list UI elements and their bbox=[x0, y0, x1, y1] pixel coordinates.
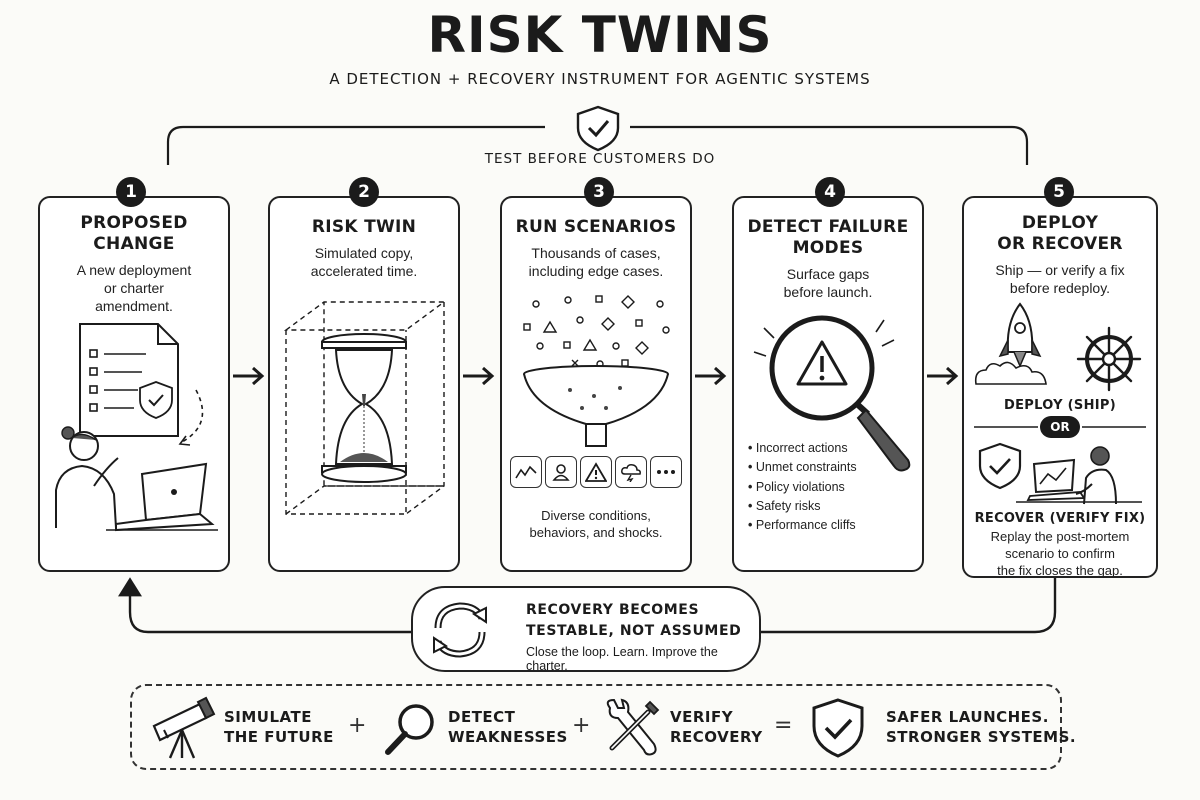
step-title-line: OR RECOVER bbox=[997, 234, 1123, 254]
ship-wheel-icon bbox=[1076, 326, 1142, 392]
telescope-icon bbox=[152, 696, 216, 759]
hourglass-icon bbox=[283, 301, 447, 515]
scenario-chip-row bbox=[510, 456, 682, 488]
step-text-line: Ship — or verify a fix bbox=[995, 262, 1125, 278]
plus-sign: + bbox=[572, 713, 591, 738]
step-description: Thousands of cases, including edge cases… bbox=[500, 244, 692, 280]
summary-line: RECOVERY bbox=[670, 728, 763, 746]
deploy-label: DEPLOY (SHIP) bbox=[1004, 398, 1116, 413]
step-number-badge: 3 bbox=[584, 177, 614, 207]
step-caption: Diverse conditions, behaviors, and shock… bbox=[500, 507, 692, 541]
summary-item-detect: DETECT WEAKNESSES bbox=[448, 707, 568, 747]
step-text-line: including edge cases. bbox=[528, 263, 664, 279]
summary-line: THE FUTURE bbox=[224, 728, 334, 746]
step-title: RISK TWIN bbox=[311, 217, 417, 237]
flow-arrow-icon bbox=[233, 366, 265, 386]
refresh-cycle-icon bbox=[433, 602, 487, 658]
step-text-line: before launch. bbox=[783, 284, 873, 300]
step-text-line: A new deployment bbox=[76, 262, 192, 278]
step-text-line: Thousands of cases, bbox=[531, 245, 661, 261]
failure-mode-item: Incorrect actions bbox=[748, 439, 918, 458]
step-text-line: before redeploy. bbox=[1009, 280, 1111, 296]
step-title-line: DETECT FAILURE bbox=[747, 217, 909, 237]
verify-fix-icon bbox=[978, 442, 1142, 505]
magnifier-warning-icon bbox=[753, 315, 911, 472]
failure-mode-item: Policy violations bbox=[748, 478, 918, 497]
summary-line: DETECT bbox=[448, 708, 516, 726]
summary-line: SIMULATE bbox=[224, 708, 312, 726]
caption-line: Diverse conditions, bbox=[541, 508, 651, 523]
step-title: DEPLOY OR RECOVER bbox=[962, 213, 1158, 255]
tools-icon bbox=[606, 698, 660, 756]
recover-text-line: scenario to confirm bbox=[1005, 546, 1115, 561]
recover-text-line: Replay the post-mortem bbox=[990, 529, 1130, 544]
more-chip-icon bbox=[650, 456, 682, 488]
page-subtitle: A DETECTION + RECOVERY INSTRUMENT FOR AG… bbox=[329, 70, 871, 88]
page-title: RISK TWINS bbox=[427, 6, 773, 64]
recovery-text: Close the loop. Learn. Improve the chart… bbox=[526, 645, 718, 673]
step-text-line: Surface gaps bbox=[786, 266, 870, 282]
step-title: PROPOSED CHANGE bbox=[38, 213, 230, 255]
banner-text: TEST BEFORE CUSTOMERS DO bbox=[484, 151, 716, 167]
flow-arrow-icon bbox=[927, 366, 959, 386]
chart-chip-icon bbox=[510, 456, 542, 488]
step-card-deploy-or-recover bbox=[962, 196, 1158, 578]
recover-text-line: the fix closes the gap. bbox=[997, 563, 1123, 578]
step-number-badge: 1 bbox=[116, 177, 146, 207]
summary-box bbox=[130, 684, 1062, 770]
failure-mode-item: Unmet constraints bbox=[748, 458, 918, 477]
step-description: A new deployment or charter amendment. bbox=[38, 261, 230, 315]
summary-result: SAFER LAUNCHES. STRONGER SYSTEMS. bbox=[886, 707, 1076, 747]
summary-line: VERIFY bbox=[670, 708, 734, 726]
recovery-title-line: RECOVERY BECOMES bbox=[526, 602, 700, 618]
failure-mode-list: Incorrect actions Unmet constraints Poli… bbox=[748, 439, 918, 535]
step-text-line: amendment. bbox=[95, 298, 173, 314]
step-title: RUN SCENARIOS bbox=[515, 217, 677, 237]
step-text-line: or charter bbox=[104, 280, 164, 296]
magnifier-icon bbox=[385, 704, 434, 755]
rocket-icon bbox=[974, 302, 1047, 385]
step-title: DETECT FAILURE MODES bbox=[732, 217, 924, 259]
summary-item-simulate: SIMULATE THE FUTURE bbox=[224, 707, 334, 747]
summary-item-verify: VERIFY RECOVERY bbox=[670, 707, 763, 747]
equals-sign: = bbox=[774, 713, 793, 738]
recover-label: RECOVER (VERIFY FIX) bbox=[974, 511, 1146, 526]
recover-description: Replay the post-mortem scenario to confi… bbox=[962, 528, 1158, 579]
failure-mode-item: Safety risks bbox=[748, 497, 918, 516]
warning-chip-icon bbox=[580, 456, 612, 488]
step-title-line: DEPLOY bbox=[1021, 213, 1099, 233]
failure-mode-item: Performance cliffs bbox=[748, 516, 918, 535]
recovery-title: RECOVERY BECOMES TESTABLE, NOT ASSUMED bbox=[526, 600, 756, 642]
storm-chip-icon bbox=[615, 456, 647, 488]
step-description: Ship — or verify a fix before redeploy. bbox=[962, 261, 1158, 297]
step-description: Simulated copy, accelerated time. bbox=[268, 244, 460, 280]
step-title-line: PROPOSED bbox=[80, 213, 188, 233]
recovery-callout bbox=[411, 586, 761, 672]
shield-check-icon bbox=[812, 698, 864, 758]
step-text-line: Simulated copy, bbox=[314, 245, 414, 261]
step-number-badge: 5 bbox=[1044, 177, 1074, 207]
or-divider bbox=[974, 426, 1146, 428]
flow-arrow-icon bbox=[695, 366, 727, 386]
step-number-badge: 4 bbox=[815, 177, 845, 207]
flow-arrow-icon bbox=[463, 366, 495, 386]
step-number-badge: 2 bbox=[349, 177, 379, 207]
or-badge: OR bbox=[1040, 416, 1080, 438]
summary-line: WEAKNESSES bbox=[448, 728, 568, 746]
shield-check-icon bbox=[576, 105, 620, 152]
step-text-line: accelerated time. bbox=[310, 263, 418, 279]
caption-line: behaviors, and shocks. bbox=[529, 525, 663, 540]
summary-line: SAFER LAUNCHES. bbox=[886, 708, 1049, 726]
recovery-title-line: TESTABLE, NOT ASSUMED bbox=[526, 623, 742, 639]
plus-sign: + bbox=[348, 713, 367, 738]
step-description: Surface gaps before launch. bbox=[732, 265, 924, 301]
user-chip-icon bbox=[545, 456, 577, 488]
person-with-laptop-icon bbox=[55, 323, 218, 532]
step-title-line: MODES bbox=[792, 238, 864, 258]
summary-line: STRONGER SYSTEMS. bbox=[886, 728, 1077, 746]
scenario-funnel-icon bbox=[523, 295, 670, 447]
step-title-line: CHANGE bbox=[93, 234, 175, 254]
